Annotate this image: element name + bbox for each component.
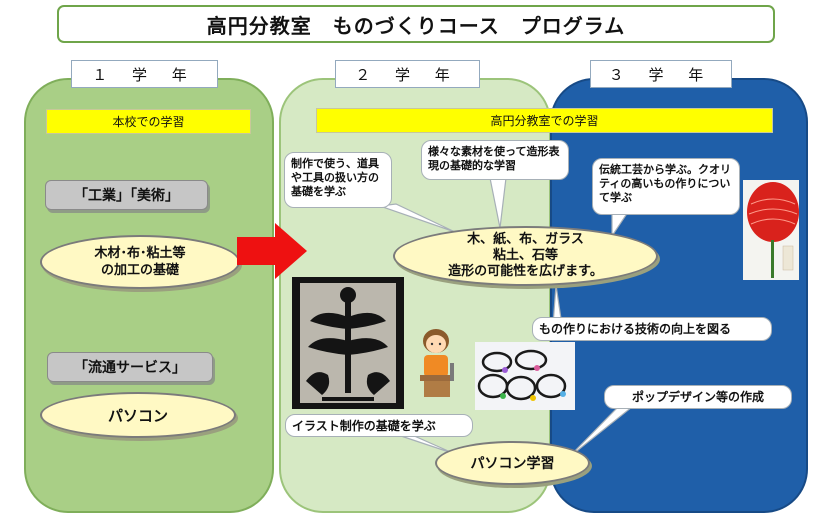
shaping-line1: 木、紙、布、ガラス <box>467 232 584 247</box>
papercut-artwork-image <box>292 277 404 409</box>
year3-label: ３ 学 年 <box>590 60 732 88</box>
page-title: 高円分教室 ものづくりコース プログラム <box>57 5 775 43</box>
shaping-line3: 造形の可能性を広げます。 <box>448 264 603 279</box>
material-processing-line1: 木材･布･粘土等 <box>94 246 186 261</box>
material-processing-line2: の加工の基礎 <box>100 263 179 278</box>
year1-column <box>24 78 274 513</box>
arrow-right-icon <box>237 223 307 279</box>
illustration-basics-callout: イラスト制作の基礎を学ぶ <box>285 414 473 437</box>
student-figure-image <box>420 329 454 397</box>
pasokon-oval: パソコン <box>40 392 236 438</box>
material-processing-oval: 木材･布･粘土等 の加工の基礎 <box>40 235 240 289</box>
tools-basics-callout: 制作で使う、道具や工具の扱い方の基礎を学ぶ <box>284 152 392 208</box>
accessory-rings-image <box>475 342 575 410</box>
materials-study-callout: 様々な素材を使って造形表現の基礎的な学習 <box>421 140 569 180</box>
traditional-crafts-callout: 伝統工芸から学ぶ。クオリティの高いもの作りについて学ぶ <box>592 158 740 215</box>
kougyou-bijutsu-label: 「工業」「美術」 <box>45 180 208 210</box>
shaping-possibilities-oval: 木、紙、布、ガラス 粘土、石等 造形の可能性を広げます。 <box>393 226 658 286</box>
shaping-line2: 粘土、石等 <box>492 248 558 263</box>
year2-label: ２ 学 年 <box>335 60 480 88</box>
year3-column <box>550 78 808 513</box>
technique-improvement-callout: もの作りにおける技術の向上を図る <box>532 317 772 341</box>
honko-study-bar: 本校での学習 <box>46 109 251 134</box>
traditional-fan-image <box>743 180 799 280</box>
year1-label: １ 学 年 <box>71 60 218 88</box>
pop-design-callout: ポップデザイン等の作成 <box>604 385 792 409</box>
bunkyoshitsu-study-bar: 高円分教室での学習 <box>316 108 773 133</box>
pasokon-gakushuu-oval: パソコン学習 <box>435 441 590 485</box>
ryuutsuu-service-label: 「流通サービス」 <box>47 352 213 382</box>
